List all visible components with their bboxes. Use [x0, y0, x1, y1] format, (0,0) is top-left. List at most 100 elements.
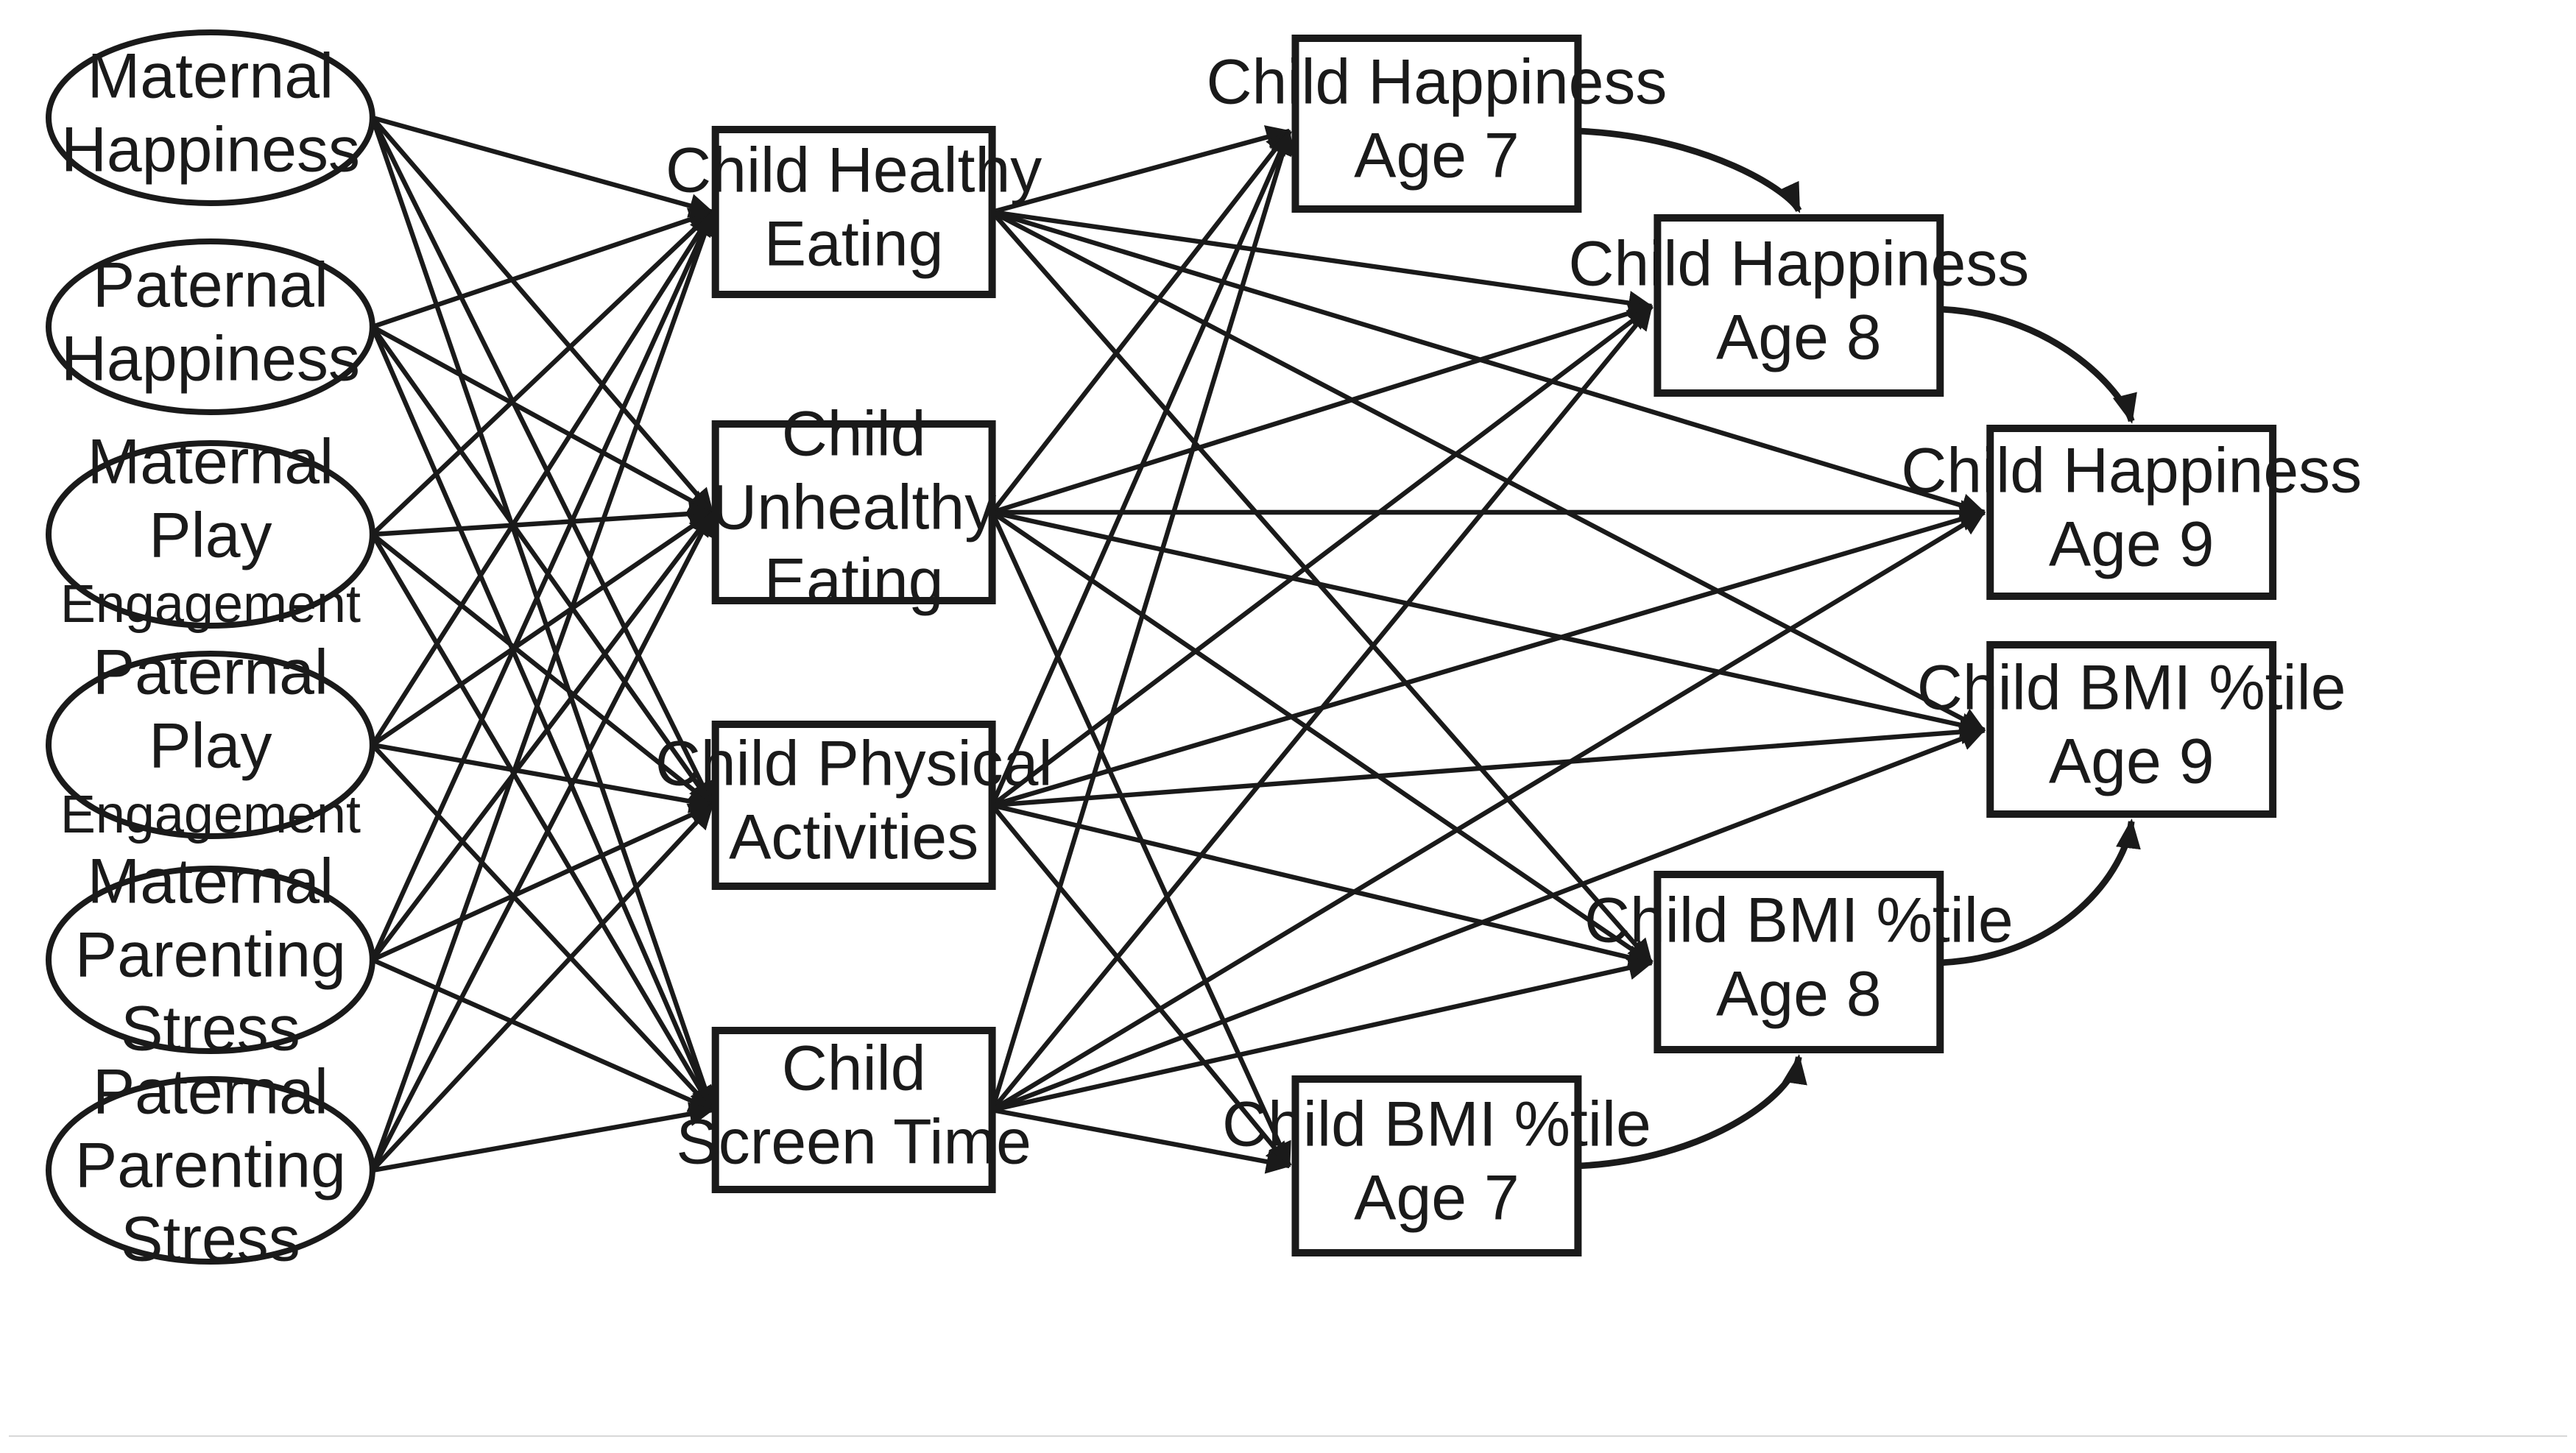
node-mat-happiness-shape [45, 29, 375, 206]
edge-mat-stress-to-physical-activities [371, 803, 714, 962]
edge-bmi-7-to-bmi-8 [1578, 1053, 1807, 1170]
node-group-predictors: MaternalHappinessPaternalHappinessMatern… [45, 29, 375, 1275]
node-happy-9-label-line: Age 9 [2049, 509, 2215, 580]
edge-physical-activities-to-bmi-9 [992, 719, 1986, 808]
edge-bmi-8-to-bmi-9 [1940, 818, 2141, 966]
edge-healthy-eating-to-happy-8 [992, 209, 1654, 316]
node-pat-happiness-label-line: Paternal [93, 250, 328, 321]
edge-mat-stress-to-unhealthy-eating [370, 511, 715, 961]
node-pat-play-label-line: Play [149, 711, 272, 782]
edge-physical-activities-to-happy-9 [991, 506, 1986, 808]
node-pat-play-label-line: Engagement [60, 785, 361, 844]
node-bmi-7-label-line: Child BMI %tile [1222, 1089, 1651, 1160]
node-bmi-7-shape [1291, 1075, 1582, 1256]
node-screen-time-label-line: Child [782, 1033, 926, 1104]
edge-mat-play-to-physical-activities [370, 532, 714, 807]
node-happy-7-shape [1291, 35, 1582, 213]
edge-pat-play-to-unhealthy-eating [371, 510, 714, 747]
node-pat-stress-label-line: Paternal [93, 1057, 328, 1128]
edge-pat-happiness-to-physical-activities [370, 325, 715, 807]
node-screen-time-label-line: Screen Time [676, 1107, 1031, 1178]
node-bmi-8-shape [1654, 871, 1944, 1053]
edge-pat-play-to-physical-activities [372, 742, 714, 813]
node-mat-play-label-line: Play [149, 501, 272, 571]
node-unhealthy-eating-label-line: Eating [764, 546, 944, 617]
edge-unhealthy-eating-to-bmi-9 [991, 509, 1986, 738]
node-group-mediators: Child HealthyEatingChildUnhealthyEatingC… [655, 126, 1053, 1193]
edge-mat-happiness-to-unhealthy-eating [370, 116, 715, 515]
edge-pat-stress-to-screen-time [372, 1102, 714, 1173]
edge-mat-play-to-healthy-eating [370, 210, 714, 537]
edge-pat-stress-to-physical-activities [370, 803, 715, 1173]
edge-healthy-eating-to-bmi-8 [990, 210, 1654, 965]
edge-screen-time-to-bmi-8 [991, 955, 1654, 1113]
node-physical-activities-label-line: Child Physical [655, 729, 1053, 799]
edge-unhealthy-eating-to-happy-7 [990, 130, 1292, 514]
node-unhealthy-eating-label-line: Unhealthy [711, 473, 996, 543]
node-pat-stress-shape [45, 1076, 375, 1265]
node-pat-stress-label-line: Stress [121, 1204, 300, 1275]
edge-screen-time-to-happy-7 [989, 130, 1295, 1111]
node-mat-play-shape [45, 440, 375, 629]
edge-healthy-eating-to-happy-7 [991, 125, 1291, 215]
edge-pat-play-to-screen-time [370, 743, 715, 1112]
node-happy-9-label-line: Child Happiness [1901, 436, 2362, 506]
edge-screen-time-to-happy-9 [990, 510, 1986, 1112]
node-pat-happiness-shape [45, 238, 375, 415]
edge-screen-time-to-bmi-7 [992, 1107, 1291, 1174]
node-mat-play-label-line: Engagement [60, 575, 361, 634]
edge-mat-happiness-to-screen-time [370, 116, 717, 1111]
node-bmi-9-label-line: Age 9 [2049, 726, 2215, 797]
edge-mat-happiness-to-physical-activities [370, 116, 715, 807]
node-happy-8-label-line: Age 8 [1716, 303, 1882, 373]
page-divider [9, 1435, 2567, 1437]
node-pat-play-shape [45, 651, 375, 839]
node-mat-stress-label-line: Maternal [88, 846, 334, 917]
edge-pat-happiness-to-unhealthy-eating [371, 325, 714, 515]
edge-happy-8-to-happy-9 [1940, 305, 2137, 424]
node-bmi-8-label-line: Child BMI %tile [1584, 885, 2014, 956]
edge-screen-time-to-happy-8 [990, 304, 1654, 1112]
node-pat-stress-label-line: Parenting [75, 1131, 346, 1201]
edge-mat-stress-to-healthy-eating [370, 211, 715, 961]
node-physical-activities-label-line: Activities [729, 802, 978, 873]
edge-group-autoregressive [1578, 127, 2141, 1170]
edge-mat-play-to-screen-time [370, 533, 715, 1111]
node-mat-happiness-label-line: Happiness [61, 115, 360, 185]
edge-unhealthy-eating-to-happy-8 [991, 301, 1654, 515]
edge-pat-stress-to-healthy-eating [370, 211, 716, 1172]
node-happy-8-label-line: Child Happiness [1568, 229, 2029, 300]
edge-pat-play-to-healthy-eating [370, 211, 715, 746]
node-mat-happiness-label-line: Maternal [88, 41, 334, 112]
edge-pat-stress-to-unhealthy-eating [370, 511, 715, 1172]
edge-physical-activities-to-happy-7 [989, 130, 1292, 807]
